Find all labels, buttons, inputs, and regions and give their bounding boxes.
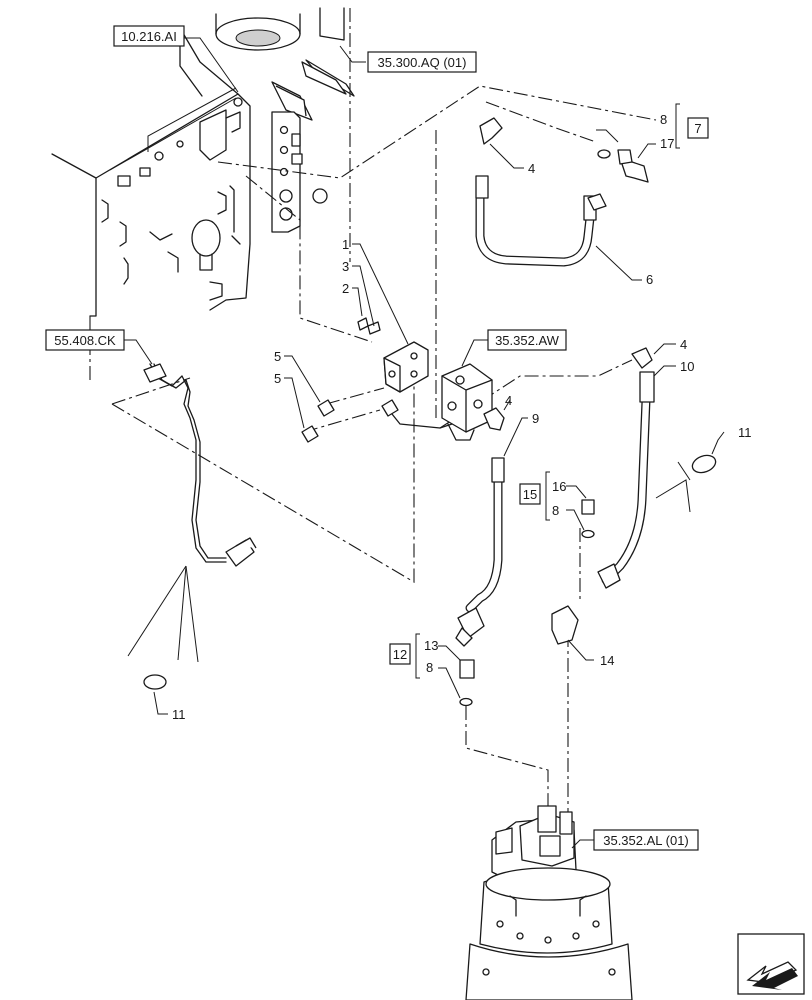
reference-box-10-216[interactable]: 10.216.AI bbox=[113, 25, 185, 47]
reference-box-35-300[interactable]: 35.300.AQ (01) bbox=[367, 51, 477, 73]
wiring-harness bbox=[143, 363, 257, 567]
valve-block bbox=[381, 363, 505, 441]
callout-17: 17 bbox=[660, 136, 674, 151]
callout-9: 9 bbox=[532, 411, 539, 426]
reference-box-55-408[interactable]: 55.408.CK bbox=[45, 329, 125, 351]
ref-55-408-text[interactable]: 55.408.CK bbox=[54, 333, 116, 348]
hose-10 bbox=[597, 347, 655, 589]
kit-15-text: 15 bbox=[523, 487, 537, 502]
callout-4-top: 4 bbox=[528, 161, 535, 176]
callout-6: 6 bbox=[646, 272, 653, 287]
ref-35-300-text[interactable]: 35.300.AQ (01) bbox=[378, 55, 467, 70]
leader-lines bbox=[114, 37, 725, 849]
kit-7-text: 7 bbox=[694, 121, 701, 136]
callout-14: 14 bbox=[600, 653, 614, 668]
kit-box-15: 15 bbox=[519, 483, 541, 505]
retainer-rings bbox=[127, 454, 717, 690]
callout-4-mid: 4 bbox=[505, 393, 512, 408]
reference-box-35-352-aw[interactable]: 35.352.AW bbox=[487, 329, 567, 351]
callout-numbers: 1 2 3 4 4 4 5 5 6 8 8 8 9 10 11 11 13 14… bbox=[172, 112, 752, 722]
ref-10-216-text[interactable]: 10.216.AI bbox=[121, 29, 177, 44]
callout-16: 16 bbox=[552, 479, 566, 494]
ref-35-352-aw-text[interactable]: 35.352.AW bbox=[495, 333, 560, 348]
machine-frame bbox=[51, 7, 355, 317]
reference-box-35-352-al[interactable]: 35.352.AL (01) bbox=[593, 829, 699, 851]
callout-5-b: 5 bbox=[274, 371, 281, 386]
callout-13: 13 bbox=[424, 638, 438, 653]
ref-35-352-al-text[interactable]: 35.352.AL (01) bbox=[603, 833, 689, 848]
callout-11-right: 11 bbox=[738, 425, 752, 440]
callout-2: 2 bbox=[342, 281, 349, 296]
hose-6 bbox=[475, 117, 649, 267]
kit-box-12: 12 bbox=[389, 643, 411, 665]
callout-4-right: 4 bbox=[680, 337, 687, 352]
kit-brackets bbox=[415, 103, 680, 679]
hose-9 bbox=[455, 457, 505, 647]
callout-10: 10 bbox=[680, 359, 694, 374]
connection-lines bbox=[89, 8, 657, 824]
kit-box-7: 7 bbox=[687, 117, 709, 139]
callout-8-bottom: 8 bbox=[426, 660, 433, 675]
callout-5-a: 5 bbox=[274, 349, 281, 364]
callout-11-left: 11 bbox=[172, 707, 186, 722]
view-direction-arrow-icon bbox=[737, 933, 805, 995]
callout-3: 3 bbox=[342, 259, 349, 274]
callout-8-mid: 8 bbox=[552, 503, 559, 518]
callout-1: 1 bbox=[342, 237, 349, 252]
kit-12-text: 12 bbox=[393, 647, 407, 662]
fittings bbox=[459, 499, 595, 707]
swing-motor bbox=[465, 805, 633, 1000]
callout-8-top: 8 bbox=[660, 112, 667, 127]
mounting-bracket bbox=[301, 317, 429, 443]
